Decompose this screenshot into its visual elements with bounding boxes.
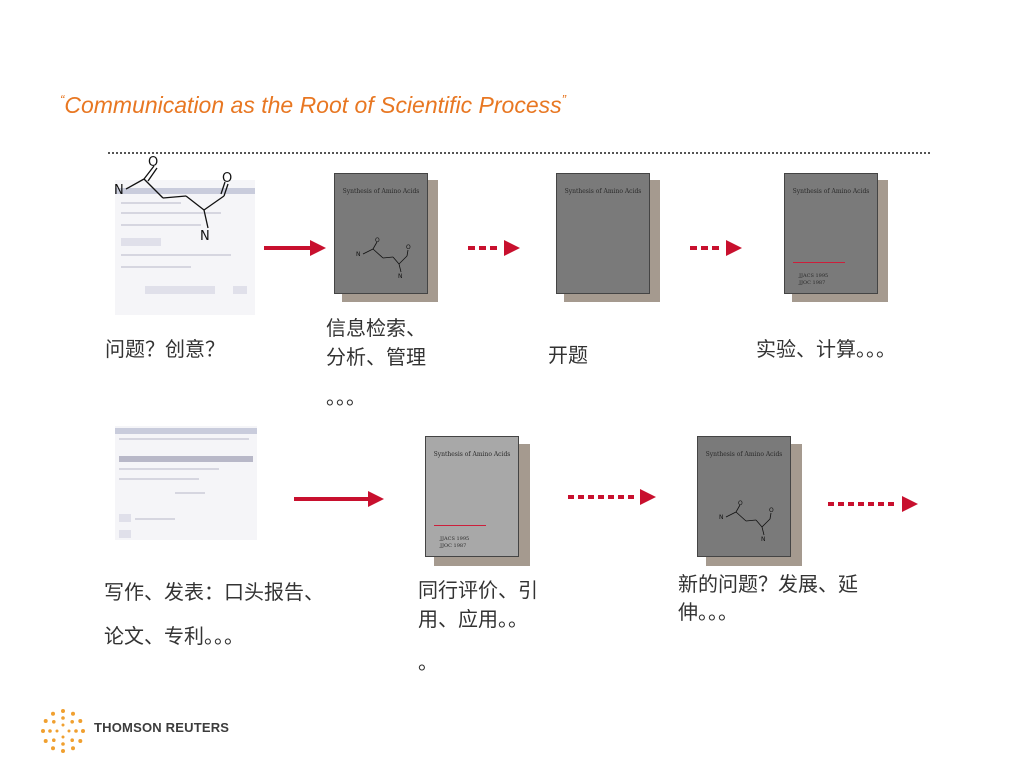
label-experiment: 实验、计算。。。 [756,337,896,361]
document-thumbnail-proposal: Synthesis of Amino Acids [556,173,650,294]
solid-arrow-icon [264,240,326,256]
title-text: Communication as the Root of Scientific … [64,92,562,118]
molecule-o-atom: O [222,171,232,186]
document-thumbnail-new-question: Synthesis of Amino Acids N O O N [697,436,791,557]
document-thumbnail-experiment: Synthesis of Amino Acids JJACS 1995 JJOC… [784,173,878,294]
molecule-o-atom: O [406,244,411,251]
glutamine-molecule-icon: N O O N [114,155,232,244]
label-retrieval-line2: 分析、管理 [326,345,426,369]
document-underline [793,262,845,263]
document-title: Synthesis of Amino Acids [564,188,642,195]
label-new-question-line1: 新的问题？发展、延 [678,572,858,596]
molecule-icon: N O O N [356,237,411,278]
molecule-o-atom: O [375,237,380,244]
label-peer-line1: 同行评价、引 [418,578,538,602]
molecule-o-atom: O [148,155,158,170]
solid-arrow-icon [294,491,384,507]
document-ref: JJOC 1987 [440,543,467,549]
title-divider [108,152,930,154]
molecule-n-atom: N [719,514,724,521]
molecule-n-atom: N [398,273,403,278]
label-retrieval-line1: 信息检索、 [326,316,426,340]
label-writing-line2: 论文、专利。。。 [104,624,244,648]
document-title: Synthesis of Amino Acids [705,451,783,458]
slide-title: “Communication as the Root of Scientific… [60,92,566,119]
thomson-reuters-logo-icon [41,709,85,753]
label-question: 问题？创意？ [105,337,225,361]
document-title: Synthesis of Amino Acids [342,188,420,195]
document-ref: JJOC 1987 [799,280,826,286]
document-title: Synthesis of Amino Acids [433,451,511,458]
label-peer-line3: 。 [418,650,438,674]
document-thumbnail-retrieval: Synthesis of Amino Acids N O O N [334,173,428,294]
screenshot-thumbnail-question [115,180,255,315]
molecule-n-atom: N [114,183,124,198]
document-thumbnail-peer-review: Synthesis of Amino Acids JJACS 1995 JJOC… [425,436,519,557]
logo-wordmark: THOMSON REUTERS [94,720,230,735]
label-retrieval-line3: 。。。 [326,385,366,409]
screenshot-thumbnail-writing [115,426,257,540]
molecule-icon: N O O N [719,500,774,541]
dotted-arrow-icon [690,240,742,256]
document-title: Synthesis of Amino Acids [792,188,870,195]
label-new-question-line2: 伸。。。 [678,600,738,624]
molecule-o-atom: O [769,507,774,514]
molecule-n-atom: N [356,251,361,258]
dotted-arrow-icon [828,496,918,512]
title-open-quote: “ [60,92,65,107]
label-writing-line1: 写作、发表：口头报告、 [104,580,324,604]
document-underline [434,525,486,526]
label-peer-line2: 用、应用。。 [418,607,528,631]
molecule-n-atom: N [761,536,766,541]
dotted-arrow-icon [568,489,656,505]
document-ref: JJACS 1995 [440,536,470,542]
label-proposal: 开题 [548,343,588,367]
molecule-o-atom: O [738,500,743,507]
document-ref: JJACS 1995 [799,273,829,279]
dotted-arrow-icon [468,240,520,256]
molecule-n-atom: N [200,229,210,244]
title-close-quote: ” [561,92,566,107]
